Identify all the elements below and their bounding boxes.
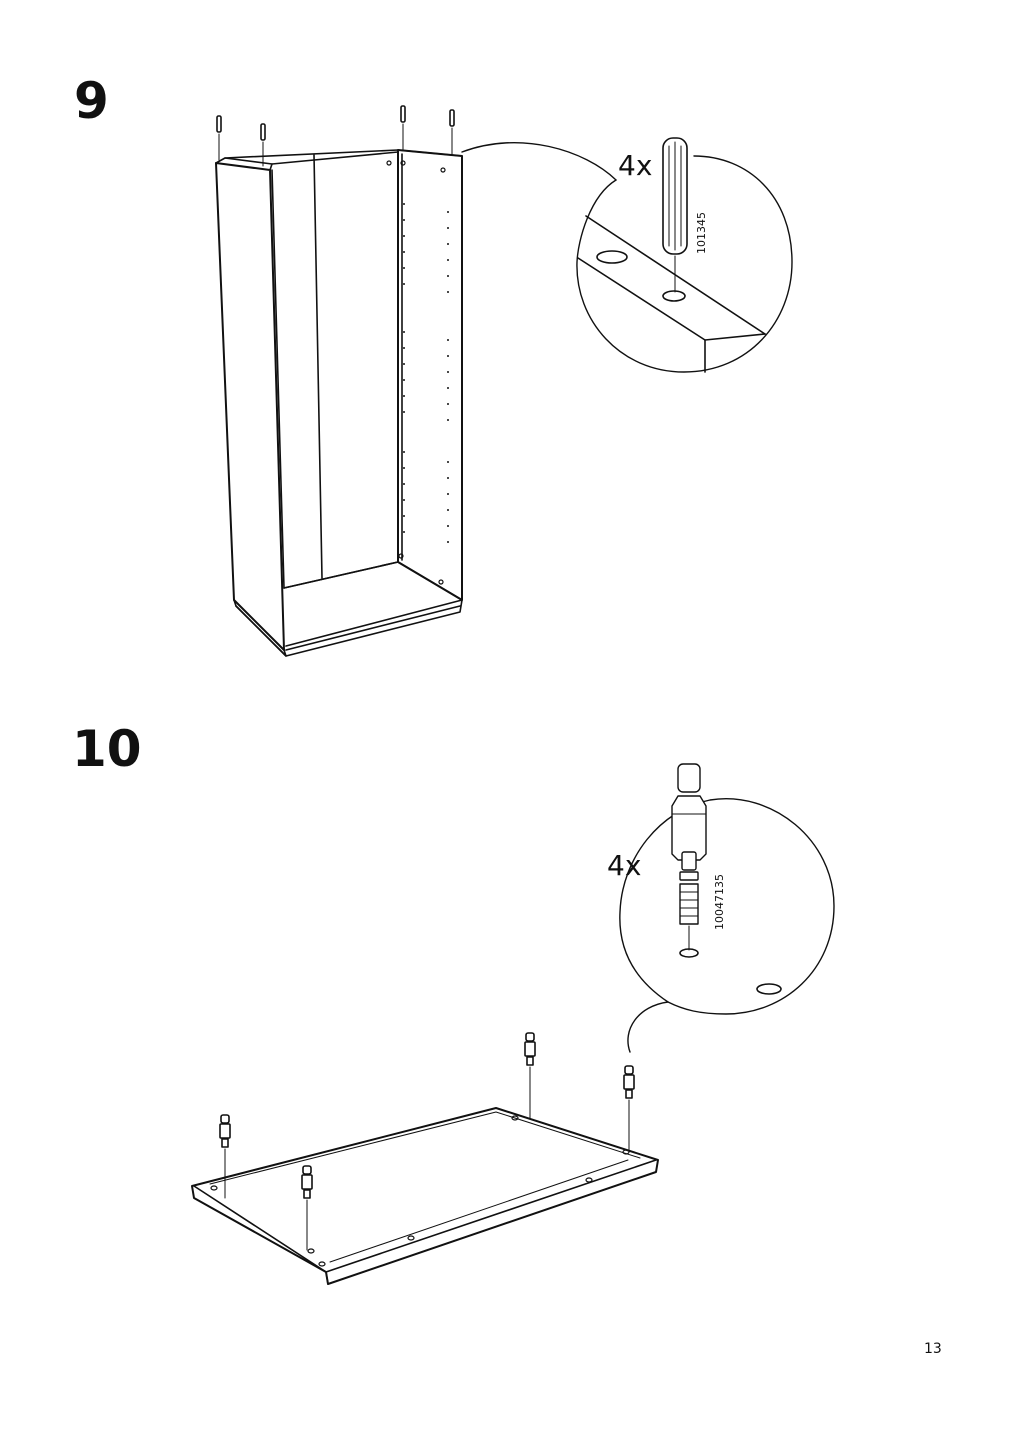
step-10-panel-drawing [191, 1032, 659, 1285]
step-9-cabinet-drawing [215, 105, 463, 657]
step-9-detail-callout [461, 137, 793, 373]
step-10-number: 10 [72, 720, 142, 778]
page-number: 13 [924, 1341, 942, 1357]
step-10-cam-dowels [219, 1032, 635, 1251]
cam-lock-dowel-icon [671, 763, 707, 925]
step-9-number: 9 [74, 72, 109, 130]
step-10-detail-callout [619, 763, 835, 1053]
step-10-part-number: 10047135 [713, 874, 726, 930]
wooden-dowel-icon [662, 137, 688, 255]
step-9-part-number: 101345 [695, 212, 708, 254]
step-9-quantity: 4x [618, 149, 652, 182]
step-10-quantity: 4x [607, 849, 641, 882]
step-9-dowels [216, 105, 455, 167]
